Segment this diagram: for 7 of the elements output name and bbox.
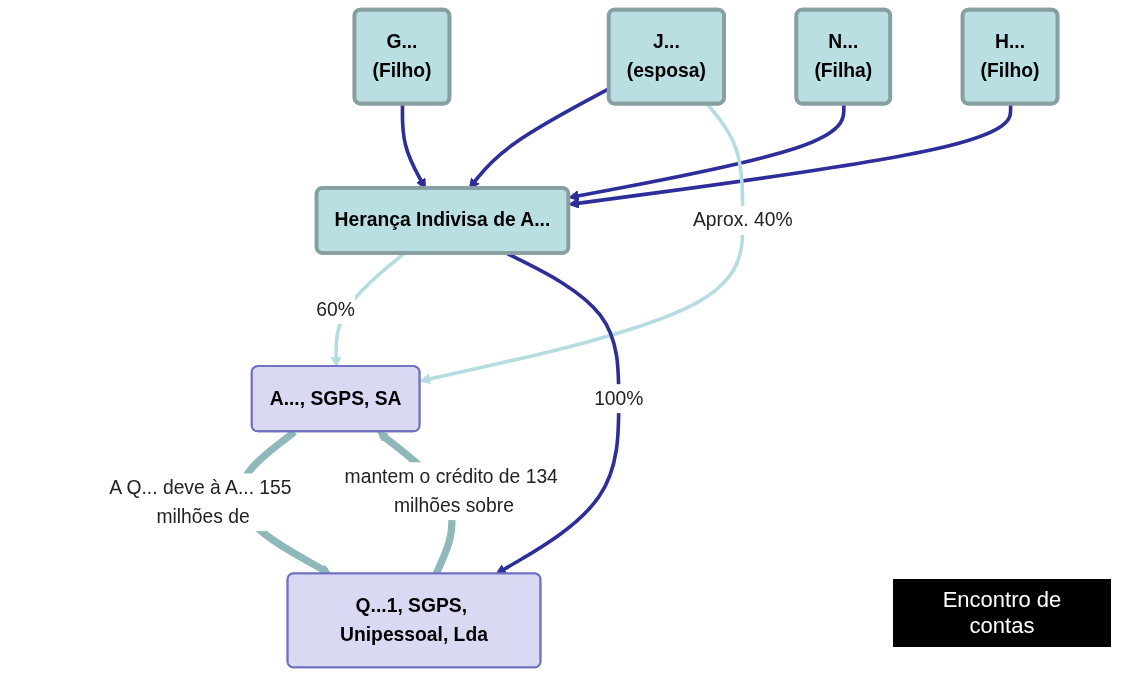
edge-label: 100% — [594, 387, 644, 409]
edge-label: 60% — [316, 298, 356, 320]
arrow — [420, 103, 745, 385]
edge-label: mantem o crédito de 134 milhões sobre — [345, 465, 559, 516]
note-label: Encontro de contas — [893, 579, 1111, 647]
edge-label: Aprox. 40% — [693, 209, 793, 231]
edge-label: A Q... deve à A... 155 milhões de — [109, 477, 292, 527]
